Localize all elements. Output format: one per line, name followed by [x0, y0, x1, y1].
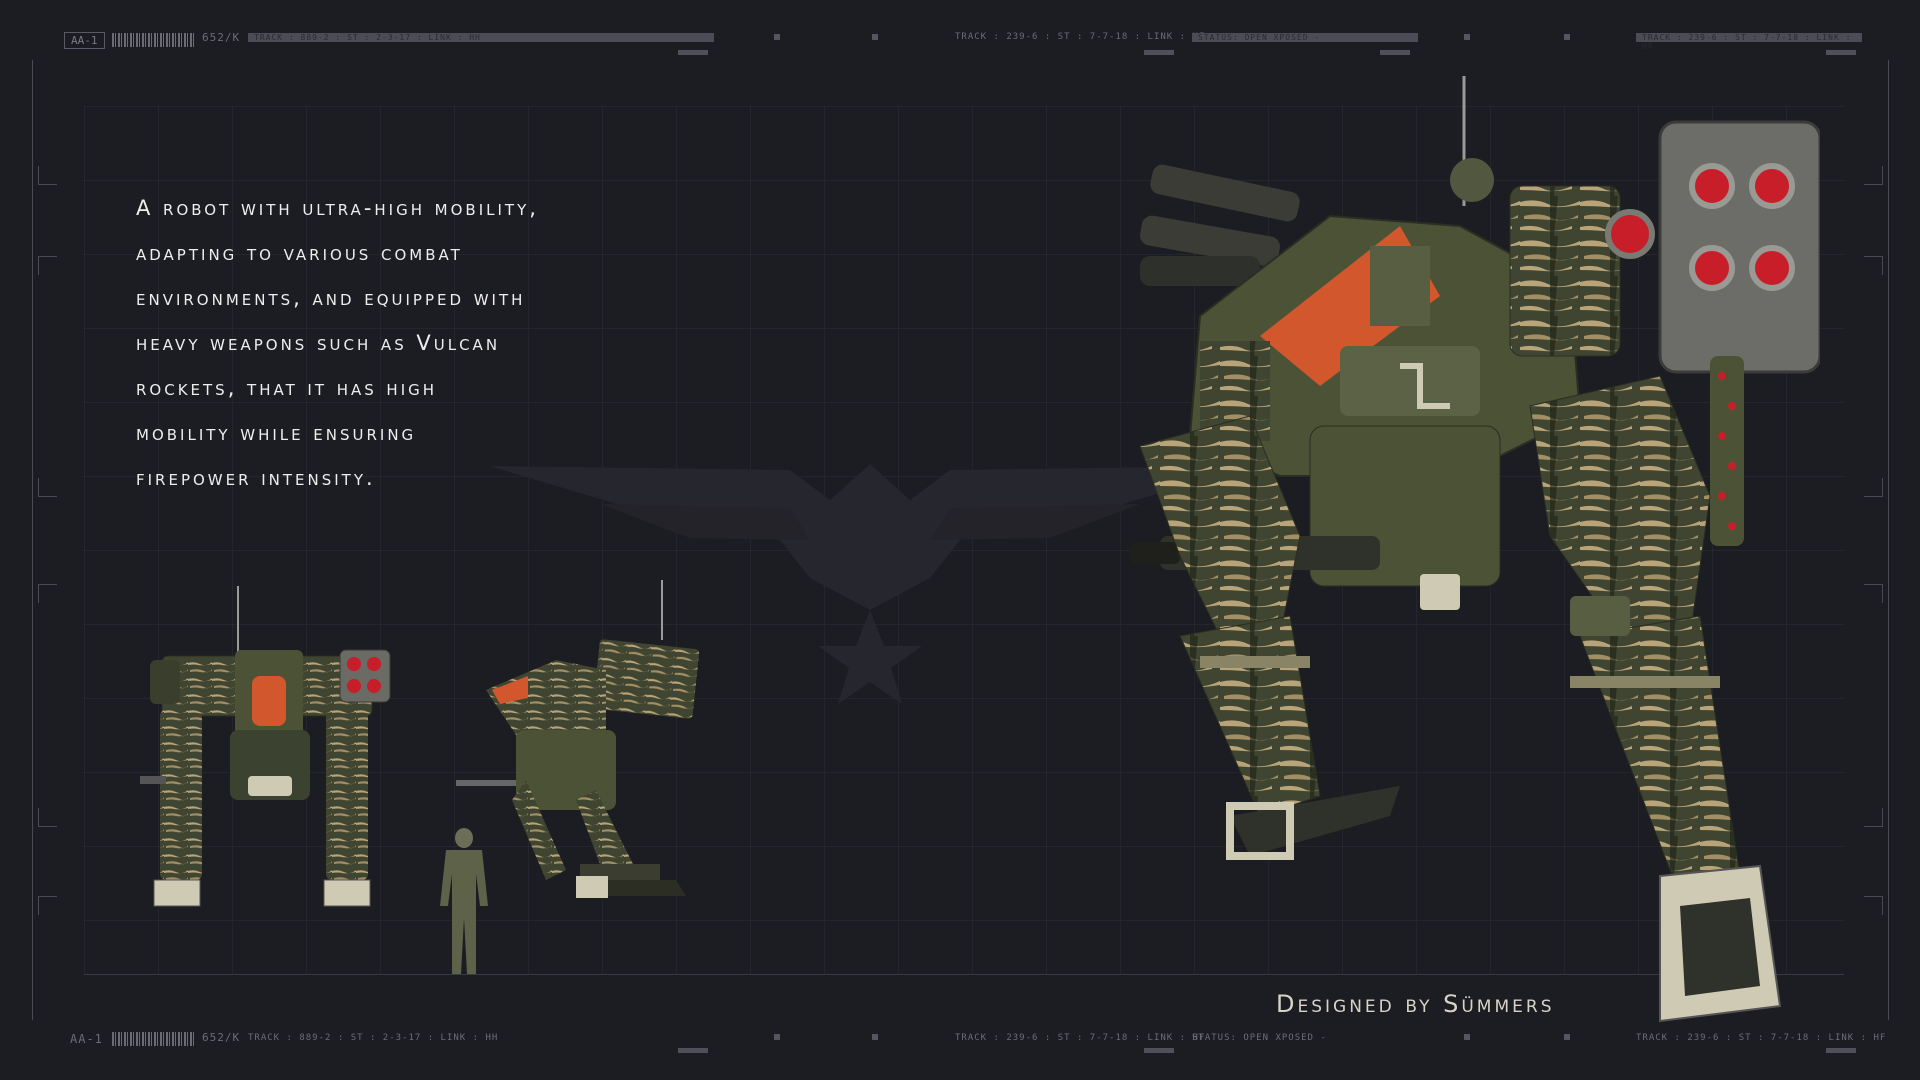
hud-dot — [1564, 34, 1570, 40]
bracket-mark — [38, 166, 57, 185]
designer-credit: Designed by Sümmers — [1276, 990, 1555, 1018]
hud-track-text: TRACK : 239-6 : ST : 7-7-18 : LINK : HF — [1636, 1033, 1887, 1043]
bracket-mark — [1864, 256, 1883, 275]
hud-dot — [872, 34, 878, 40]
description-block: A robot with ultra-high mobility, adapti… — [136, 186, 696, 501]
hud-code: 652/K — [202, 31, 241, 44]
frame-right-line — [1888, 60, 1889, 1020]
hud-dot — [774, 34, 780, 40]
hud-track-strip: TRACK : 889-2 : ST : 2-3-17 : LINK : HH — [248, 33, 714, 42]
barcode-icon — [112, 33, 194, 47]
hud-dot — [872, 1034, 878, 1040]
description-line: firepower intensity. — [136, 466, 376, 490]
hud-id-tag: AA-1 — [64, 32, 105, 49]
barcode-icon — [112, 1032, 194, 1046]
description-line: A robot with ultra-high mobility, — [136, 196, 539, 220]
hud-mini-bar — [1826, 1048, 1856, 1053]
hud-mini-bar — [1826, 50, 1856, 55]
bracket-mark — [38, 584, 57, 603]
hud-mini-bar — [1380, 50, 1410, 55]
hud-track-text: TRACK : 239-6 : ST : 7-7-18 : LINK : HF — [955, 1033, 1206, 1043]
hud-mini-bar — [1144, 50, 1174, 55]
hud-status-text: STATUS: OPEN XPOSED - — [1192, 1033, 1327, 1043]
hud-dot — [1464, 1034, 1470, 1040]
bracket-mark — [1864, 584, 1883, 603]
bracket-mark — [38, 256, 57, 275]
hud-dot — [1564, 1034, 1570, 1040]
description-line: heavy weapons such as Vulcan — [136, 331, 501, 355]
bracket-mark — [38, 478, 57, 497]
hud-id-tag: AA-1 — [70, 1032, 103, 1046]
frame-left-line — [32, 60, 33, 1020]
hud-track-text: TRACK : 889-2 : ST : 2-3-17 : LINK : HH — [248, 1033, 499, 1043]
eagle-emblem-watermark — [490, 464, 1250, 704]
hud-mini-bar — [678, 50, 708, 55]
frame-baseline — [84, 974, 1844, 975]
hud-code: 652/K — [202, 1031, 241, 1044]
hud-track-strip: TRACK : 239-6 : ST : 7-7-18 : LINK : HF — [1636, 33, 1862, 51]
hud-mini-bar — [1144, 1048, 1174, 1053]
robot-side-view — [456, 580, 700, 898]
bracket-mark — [1864, 166, 1883, 185]
description-line: adapting to various combat — [136, 241, 463, 265]
bracket-mark — [1864, 896, 1883, 915]
robot-hero-view — [1130, 76, 1820, 1023]
human-scale-figure — [440, 828, 488, 974]
description-line: mobility while ensuring — [136, 421, 417, 445]
robot-front-view — [140, 586, 391, 907]
description-line: environments, and equipped with — [136, 286, 526, 310]
hud-track-text: TRACK : 239-6 : ST : 7-7-18 : LINK : HF — [955, 32, 1206, 42]
bracket-mark — [1864, 478, 1883, 497]
bracket-mark — [1864, 808, 1883, 827]
bracket-mark — [38, 896, 57, 915]
bracket-mark — [38, 808, 57, 827]
description-line: rockets, that it has high — [136, 376, 438, 400]
hud-dot — [1464, 34, 1470, 40]
hud-dot — [774, 1034, 780, 1040]
hud-mini-bar — [678, 1048, 708, 1053]
hud-status-strip: STATUS: OPEN XPOSED - — [1192, 33, 1418, 42]
